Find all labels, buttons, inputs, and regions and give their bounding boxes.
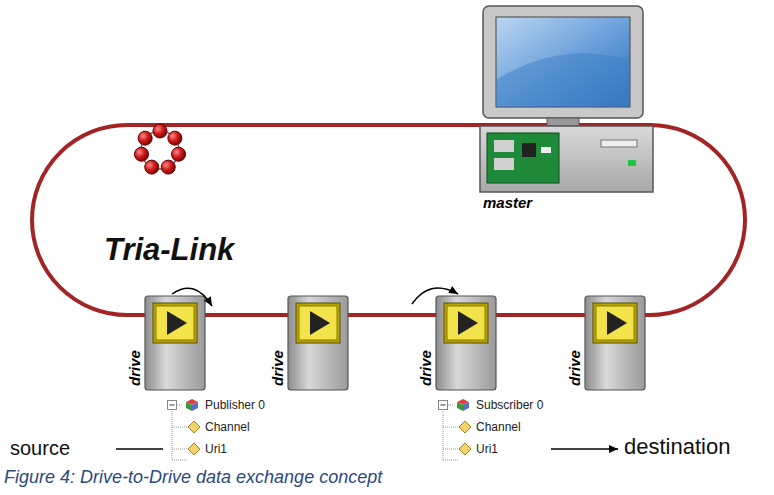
tree-row: Uri1 [438,438,543,460]
tree-item: Uri1 [205,442,227,456]
drive-label: drive [417,350,434,386]
tree-item-icon [458,420,472,434]
drive-label: drive [126,350,143,386]
tree-row: Publisher 0 [167,394,265,416]
tree-heading: Publisher 0 [205,398,265,412]
figure-caption: Figure 4: Drive-to-Drive data exchange c… [4,467,382,488]
tree-guide [438,405,458,475]
node-label: master [483,194,532,211]
tree-panel: Publisher 0 ChannelUri1 [163,391,273,462]
drive-label: drive [269,350,286,386]
drive-unit: drive [288,296,348,390]
tree-row: Uri1 [167,438,265,460]
drive-unit: drive [145,296,205,390]
tree-item: Channel [205,420,250,434]
tree-root-icon [167,398,201,412]
tree-item: Uri1 [476,442,498,456]
tree-item-icon [187,420,201,434]
master-pc: master [480,126,653,192]
tree-row: Channel [438,416,543,438]
tree-row: Channel [167,416,265,438]
tree-heading: Subscriber 0 [476,398,543,412]
tree-guide [167,405,187,475]
source-label: source [10,437,70,460]
tree-item-icon [458,442,472,456]
logo-text: Tria-Link [104,232,234,268]
tree-row: Subscriber 0 [438,394,543,416]
drive-label: drive [566,350,583,386]
drive-unit: drive [585,296,645,390]
tree-root-icon [438,398,472,412]
tree-item-icon [187,442,201,456]
destination-label: destination [624,434,730,460]
tree-panel: Subscriber 0 ChannelUri1 [434,391,551,462]
drive-unit: drive [436,296,496,390]
tree-item: Channel [476,420,521,434]
